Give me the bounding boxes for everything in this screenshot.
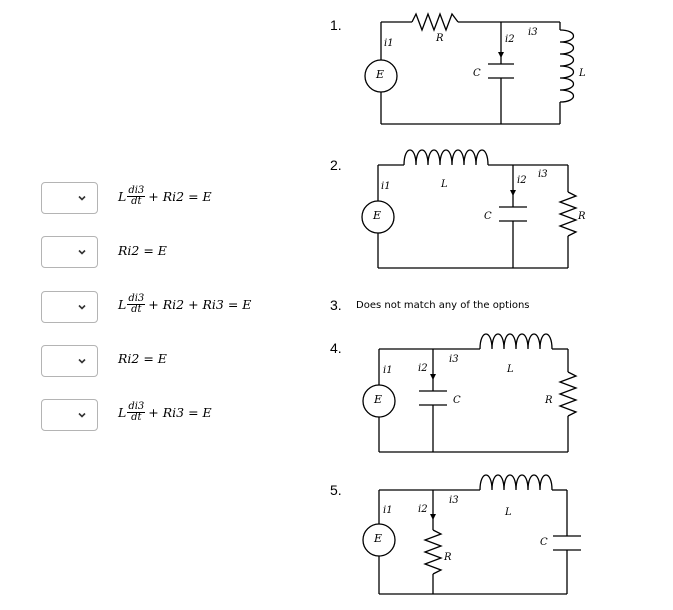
current-i1-label-5: i1 (383, 505, 393, 516)
current-i2-label-4: i2 (418, 363, 428, 374)
source-label-4: E (374, 393, 383, 406)
resistor-label-1: R (436, 33, 444, 44)
answer-dropdown-3[interactable] (41, 291, 98, 323)
chevron-down-icon (78, 412, 86, 418)
chevron-down-icon (78, 304, 86, 310)
inductor-label-4: L (507, 364, 514, 375)
current-i3-label-5: i3 (449, 495, 459, 506)
current-i2-label-2: i2 (517, 175, 527, 186)
resistor-label-5: R (444, 552, 452, 563)
current-i1-label-2: i1 (381, 181, 391, 192)
current-i1-label-4: i1 (383, 365, 393, 376)
answer-dropdown-4[interactable] (41, 345, 98, 377)
current-i2-label-1: i2 (505, 34, 515, 45)
current-i3-label-4: i3 (449, 354, 459, 365)
answer-dropdown-2[interactable] (41, 236, 98, 268)
current-i3-label-1: i3 (528, 27, 538, 38)
answer-dropdown-5[interactable] (41, 399, 98, 431)
answer-dropdown-1[interactable] (41, 182, 98, 214)
inductor-label-5: L (505, 507, 512, 518)
option-1-number: 1. (330, 17, 342, 33)
capacitor-label-2: C (484, 211, 492, 222)
chevron-down-icon (78, 249, 86, 255)
capacitor-label-5: C (540, 537, 548, 548)
chevron-down-icon (78, 358, 86, 364)
current-i3-label-2: i3 (538, 169, 548, 180)
source-label-2: E (373, 209, 382, 222)
current-i1-label-1: i1 (384, 38, 394, 49)
equation-4: Ri2 = E (118, 350, 167, 366)
resistor-label-4: R (545, 395, 553, 406)
inductor-label-2: L (441, 179, 448, 190)
option-5-number: 5. (330, 482, 342, 498)
inductor-label-1: L (579, 68, 586, 79)
option-3-number: 3. (330, 297, 342, 313)
equation-2: Ri2 = E (118, 242, 167, 258)
option-3-text: Does not match any of the options (356, 300, 530, 311)
capacitor-label-1: C (473, 68, 481, 79)
source-label-5: E (374, 532, 383, 545)
source-label-1: E (376, 68, 385, 81)
resistor-label-2: R (578, 211, 586, 222)
option-4-number: 4. (330, 340, 342, 356)
capacitor-label-4: C (453, 395, 461, 406)
current-i2-label-5: i2 (418, 504, 428, 515)
chevron-down-icon (78, 195, 86, 201)
option-2-number: 2. (330, 157, 342, 173)
